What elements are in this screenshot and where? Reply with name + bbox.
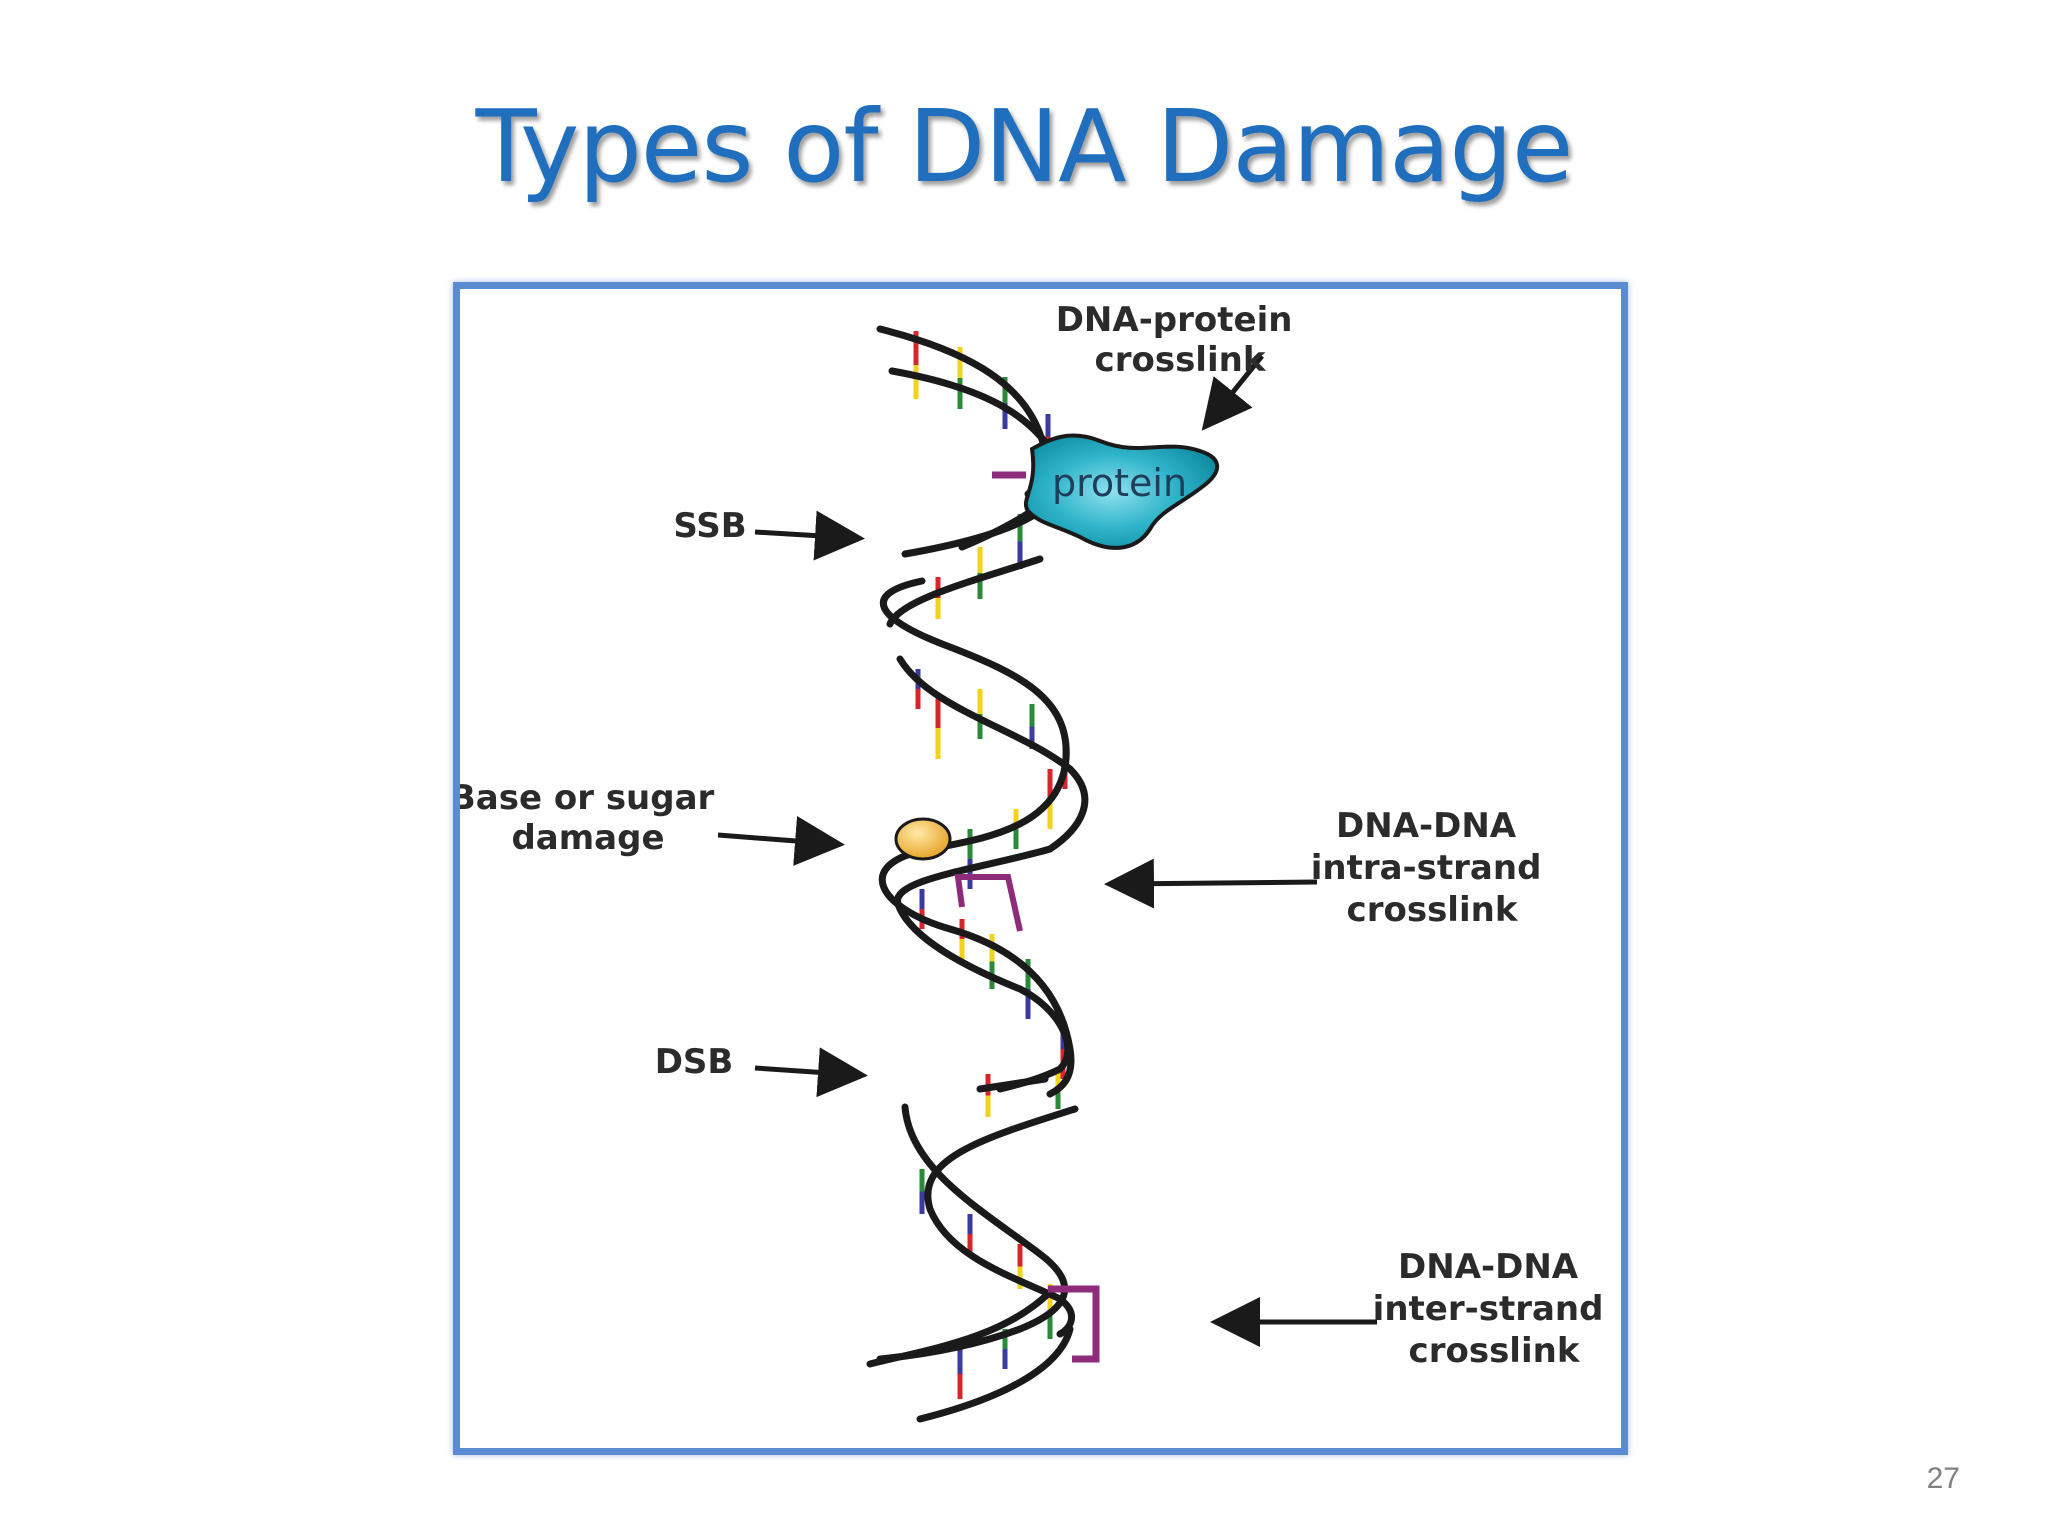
base-lesion-oval [894,817,952,861]
strand-dsb-top-stub [976,1075,1049,1093]
inter-strand-crosslink-bracket [1048,1285,1100,1363]
strand-low-c [916,1325,1074,1423]
strand-mid-5 [894,845,1072,1093]
protein-label: protein [1052,461,1187,505]
strand-mid-2 [886,555,1044,628]
intra-strand-crosslink-bracket [954,874,1023,932]
slide-title: Types of DNA Damage [475,88,1574,205]
label-inter-strand-crosslink: DNA-DNA inter-strand crosslink [1373,1247,1616,1371]
arrow-icon [754,510,865,561]
label-base-sugar-damage: Base or sugar damage [460,778,726,858]
label-ssb: SSB [673,506,746,546]
strand-mid-1 [879,577,1070,853]
dna-diagram-svg: protein DNA-protein crosslink SSB Base o… [460,300,1616,1423]
helix-lower [866,1103,1079,1423]
slide-number: 27 [1926,1462,1960,1495]
strand-mid-3 [896,655,1089,853]
label-dna-protein-crosslink: DNA-protein crosslink [1056,300,1305,380]
strand-low-b [924,1105,1079,1338]
arrow-icon [1201,354,1264,431]
strand-mid-4 [878,845,1075,1098]
arrow-icon [1104,858,1318,909]
arrow-icon [754,1047,868,1098]
strand-low-d [866,1290,1052,1368]
arrow-icon [717,816,845,866]
strand-a-top [876,325,1049,498]
label-intra-strand-crosslink: DNA-DNA intra-strand crosslink [1311,806,1554,930]
dna-damage-figure: protein DNA-protein crosslink SSB Base o… [453,282,1628,1455]
label-dsb: DSB [655,1042,734,1082]
callout-arrows [717,354,1377,1347]
protein-blob [1023,433,1220,550]
